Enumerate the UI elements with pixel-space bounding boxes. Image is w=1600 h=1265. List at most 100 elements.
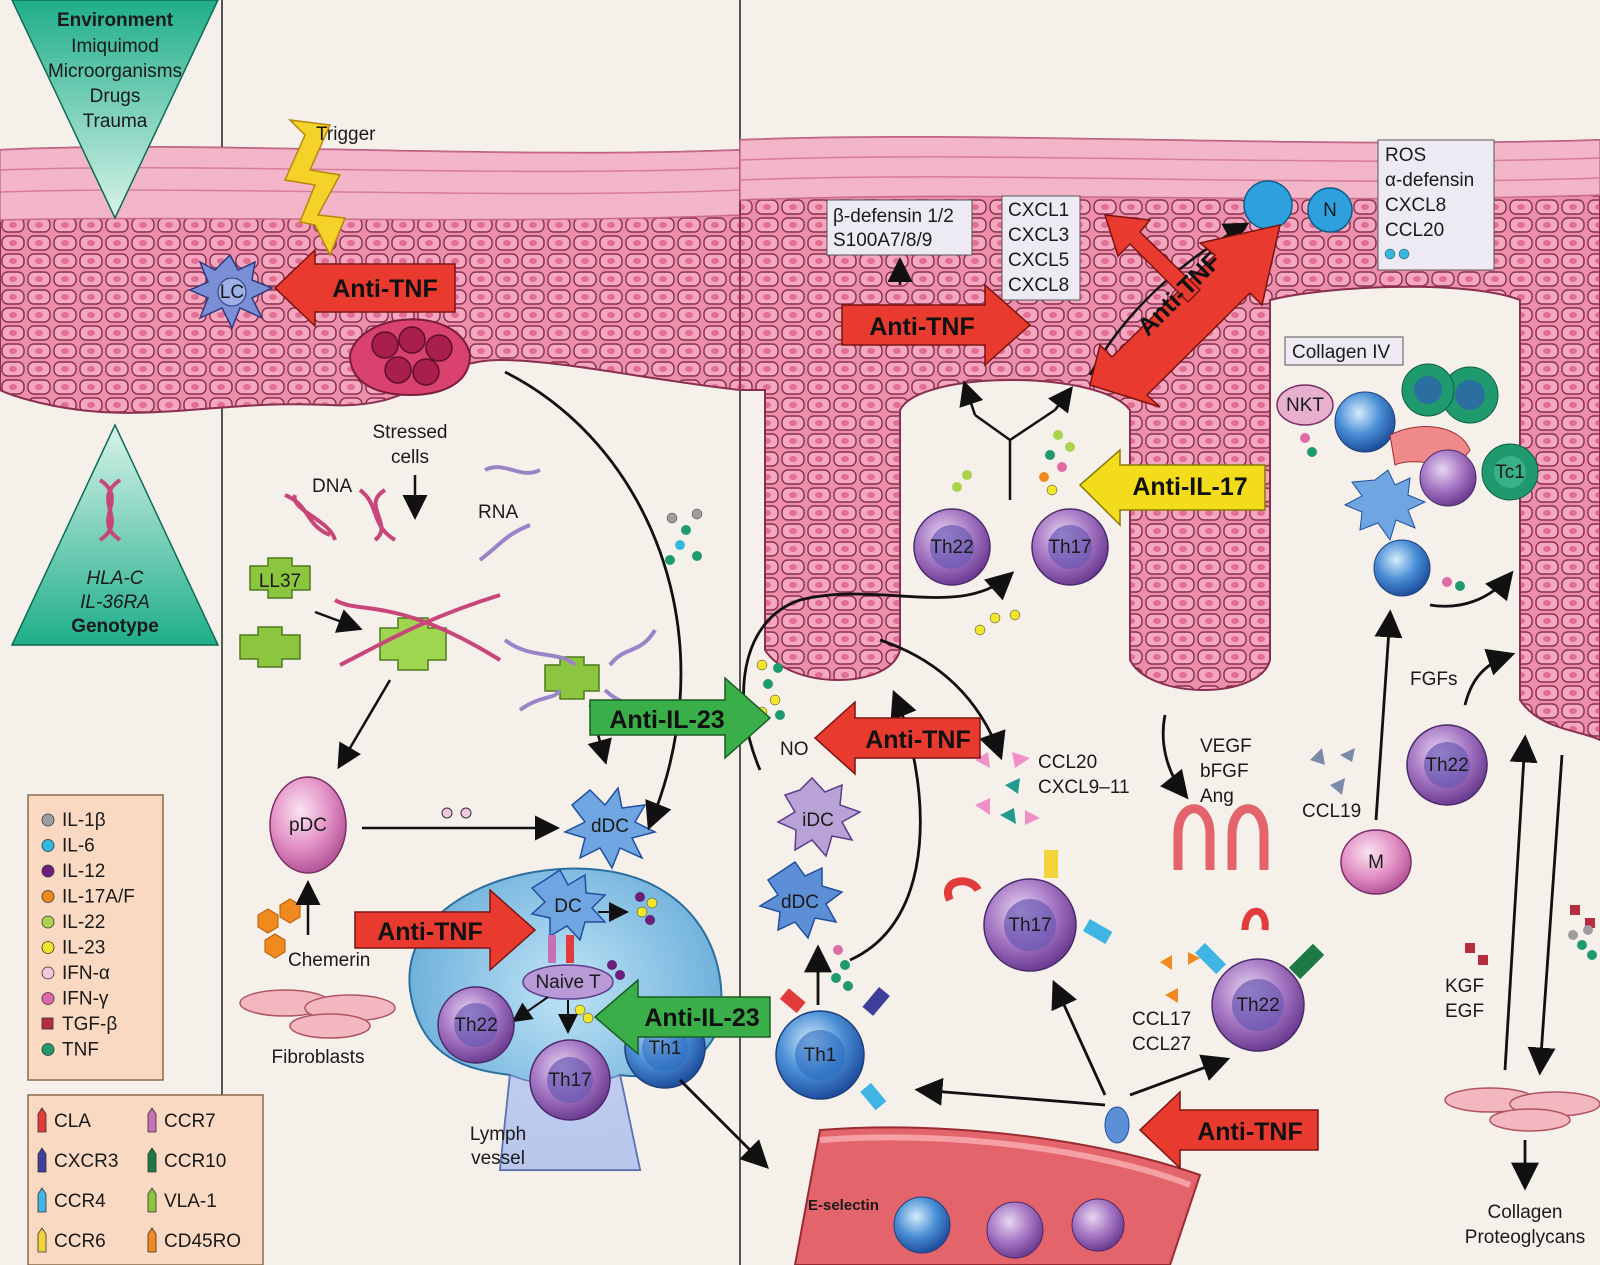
arrow <box>1051 979 1107 1096</box>
genotype-title: Genotype <box>71 616 159 637</box>
ccl20-label: CCL20 <box>1038 752 1097 773</box>
cytokine-legend: IL-1βIL-6IL-12IL-17A/FIL-22IL-23IFN-αIFN… <box>27 794 164 1081</box>
pdc-cell: pDC <box>269 776 347 874</box>
neutrophil-label: N <box>1323 200 1337 221</box>
ccl19-label: CCL19 <box>1302 801 1361 822</box>
ddc-dendritic-cell-right: dDC <box>758 860 844 940</box>
dc-label: DC <box>554 896 581 917</box>
ddc-label: dDC <box>591 816 629 837</box>
environment-item: Imiquimod <box>71 36 159 57</box>
cytokine-swatch <box>41 1017 54 1030</box>
dna-helix-icon <box>98 478 122 542</box>
anti-il17-arrow: Anti-IL-17 <box>1078 448 1266 527</box>
collagen-iv-label: Collagen IV <box>1292 342 1391 363</box>
anti-il23-label: Anti-IL-23 <box>609 706 724 734</box>
chemerin-label: Chemerin <box>288 950 370 971</box>
neutrophil-cells: N <box>1243 180 1353 233</box>
rna-label: RNA <box>478 502 518 523</box>
fibroblasts <box>239 989 396 1039</box>
t-cell-label: Th1 <box>649 1038 682 1059</box>
naive-t-cell: Naive T <box>522 935 614 1000</box>
fgfs-label: FGFs <box>1410 669 1458 690</box>
t-cell-label: Th22 <box>1425 755 1468 776</box>
arrow <box>1374 609 1403 821</box>
receptor-swatch <box>147 1187 157 1213</box>
t-cell: Th1 <box>775 986 890 1111</box>
proteoglycans-label: Proteoglycans <box>1465 1227 1585 1248</box>
idc-label: iDC <box>802 810 834 831</box>
defensin-item: β-defensin 1/2 <box>833 206 954 227</box>
arrow <box>679 1079 769 1169</box>
receptor-swatch <box>37 1147 47 1173</box>
macrophage-cell: M <box>1340 829 1412 895</box>
lymph-vessel-label: vessel <box>471 1148 525 1169</box>
lc-label: LC <box>220 282 244 303</box>
tc1-label: Tc1 <box>1495 462 1525 483</box>
t-cell-label: Th22 <box>454 1015 497 1036</box>
cytokine-swatch <box>41 915 55 929</box>
anti-tnf-arrow: Anti-TNF <box>1138 1090 1319 1170</box>
cytokine-legend-label: IL-12 <box>62 861 105 882</box>
environment-triangle: Environment Imiquimod Microorganisms Dru… <box>11 0 219 220</box>
pdc-label: pDC <box>289 815 327 836</box>
nkt-label: NKT <box>1286 395 1324 416</box>
m-label: M <box>1368 852 1384 873</box>
anti-tnf-label: Anti-TNF <box>1197 1118 1303 1146</box>
kgf-label: KGF <box>1445 976 1484 997</box>
cytokine-swatch <box>41 813 55 827</box>
ros-item: CXCL8 <box>1385 195 1446 216</box>
ccl17-triangles <box>1160 952 1200 1003</box>
collagen-label: Collagen <box>1488 1202 1563 1223</box>
immune-cluster <box>1334 363 1539 597</box>
receptor-swatch <box>37 1227 47 1253</box>
naive-t-label: Naive T <box>535 972 601 993</box>
tgf-squares <box>1465 905 1595 965</box>
anti-tnf-arrow: Anti-TNF <box>354 888 537 972</box>
stressed-cells-label: cells <box>391 447 429 468</box>
receptor-swatch <box>147 1227 157 1253</box>
anti-tnf-arrow: Anti-TNF <box>841 283 1032 367</box>
ros-item: CCL20 <box>1385 220 1444 241</box>
ddc-label: dDC <box>781 892 819 913</box>
ll37-label: LL37 <box>259 571 301 592</box>
cytokine-swatch <box>41 839 55 852</box>
ang-label: Ang <box>1200 786 1234 807</box>
stressed-cells-cluster <box>348 318 472 397</box>
arrow <box>1503 734 1538 1071</box>
anti-tnf-label: Anti-TNF <box>869 313 975 341</box>
dna-strand-icon <box>284 488 397 542</box>
environment-item: Trauma <box>83 111 148 132</box>
cxcl-item: CXCL3 <box>1008 225 1069 246</box>
chemerin-molecules <box>257 898 301 959</box>
arrow <box>337 679 392 770</box>
cytokine-legend-label: IL-17A/F <box>62 887 135 908</box>
ll37-complex: LL37 <box>239 557 657 717</box>
t-cell: Th22 <box>1406 724 1488 806</box>
anti-il23-arrow: Anti-IL-23 <box>593 978 771 1056</box>
cxcl-item: CXCL5 <box>1008 250 1069 271</box>
cytokine-legend-label: IL-23 <box>62 938 105 959</box>
defensin-box: β-defensin 1/2 S100A7/8/9 <box>826 199 973 256</box>
t-cell-label: Th1 <box>804 1045 837 1066</box>
receptor-legend-label: CCR10 <box>164 1151 226 1172</box>
anti-tnf-label: Anti-TNF <box>377 918 483 946</box>
receptor-legend-label: CLA <box>54 1111 91 1132</box>
receptor-legend-label: CXCR3 <box>54 1151 118 1172</box>
cytokine-swatch <box>41 1043 55 1056</box>
cytokine-swatch <box>41 864 55 878</box>
lymph-vessel-label: Lymph <box>470 1124 526 1145</box>
receptor-legend-label: CCR7 <box>164 1111 216 1132</box>
arrow <box>1048 386 1073 414</box>
ros-item: ROS <box>1385 145 1426 166</box>
cytokine-swatch <box>41 992 55 1005</box>
anti-tnf-arrow: Anti-TNF <box>813 700 981 776</box>
anti-il23-label: Anti-IL-23 <box>644 1004 759 1032</box>
t-cell: Th22 <box>437 986 515 1064</box>
trigger-label: Trigger <box>316 124 376 145</box>
anti-tnf-arrow: Anti-TNF <box>273 248 456 328</box>
idc-dendritic-cell: iDC <box>776 776 862 858</box>
ccl20-triangles <box>975 752 1040 825</box>
anti-il23-arrow: Anti-IL-23 <box>589 676 772 760</box>
anti-il17-label: Anti-IL-17 <box>1132 473 1247 501</box>
